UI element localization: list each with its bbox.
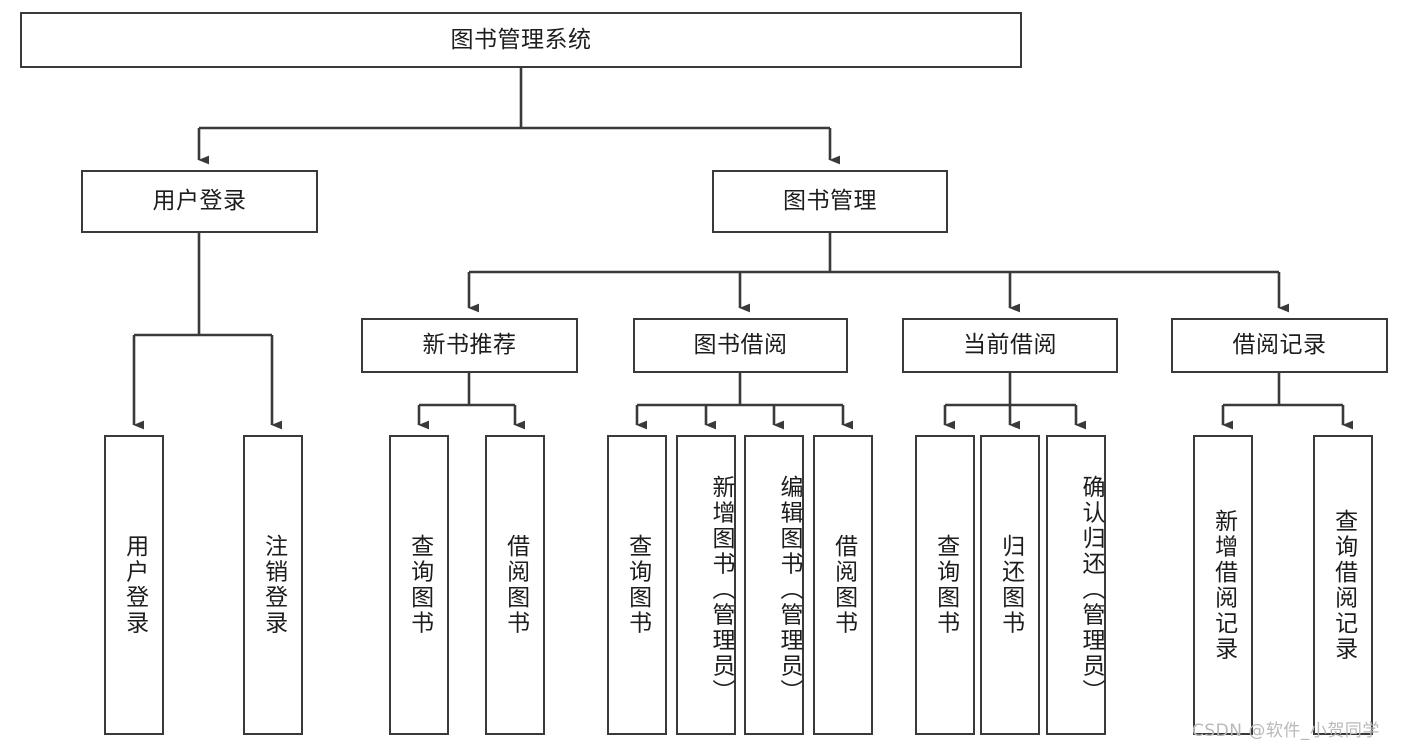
node-root-system[interactable]: 图书管理系统 bbox=[20, 12, 1022, 68]
node-label: 归还图书 bbox=[997, 534, 1024, 636]
leaf-logout[interactable]: 注销登录 bbox=[243, 435, 303, 735]
node-label: 新书推荐 bbox=[422, 332, 517, 358]
node-current-borrow[interactable]: 当前借阅 bbox=[902, 318, 1118, 373]
node-new-book-recommend[interactable]: 新书推荐 bbox=[361, 318, 578, 373]
node-label: 借阅图书 bbox=[830, 534, 857, 636]
node-label: 借阅记录 bbox=[1232, 332, 1327, 358]
node-book-management[interactable]: 图书管理 bbox=[712, 170, 948, 233]
node-label: 确认归还（管理员） bbox=[1078, 475, 1104, 705]
node-label: 图书管理 bbox=[783, 188, 877, 214]
node-label: 图书借阅 bbox=[693, 332, 788, 358]
leaf-borrow-book-recommend[interactable]: 借阅图书 bbox=[485, 435, 545, 735]
node-label: 图书管理系统 bbox=[450, 26, 592, 53]
leaf-borrow-book[interactable]: 借阅图书 bbox=[813, 435, 873, 735]
node-borrow-record[interactable]: 借阅记录 bbox=[1171, 318, 1388, 373]
leaf-query-book-borrow[interactable]: 查询图书 bbox=[607, 435, 667, 735]
node-label: 借阅图书 bbox=[502, 534, 529, 636]
leaf-confirm-return-admin[interactable]: 确认归还（管理员） bbox=[1046, 435, 1106, 735]
node-label: 注销登录 bbox=[260, 534, 287, 636]
node-label: 编辑图书（管理员） bbox=[776, 475, 802, 705]
leaf-add-borrow-record[interactable]: 新增借阅记录 bbox=[1193, 435, 1253, 735]
leaf-add-book-admin[interactable]: 新增图书（管理员） bbox=[676, 435, 736, 735]
node-label: 用户登录 bbox=[152, 188, 247, 214]
node-label: 查询图书 bbox=[624, 534, 651, 636]
node-book-borrow[interactable]: 图书借阅 bbox=[633, 318, 848, 373]
node-label: 查询借阅记录 bbox=[1330, 508, 1357, 662]
node-user-login[interactable]: 用户登录 bbox=[81, 170, 318, 233]
leaf-query-book-recommend[interactable]: 查询图书 bbox=[389, 435, 449, 735]
leaf-return-book[interactable]: 归还图书 bbox=[980, 435, 1040, 735]
node-label: 查询图书 bbox=[406, 534, 433, 636]
node-label: 新增图书（管理员） bbox=[708, 475, 734, 705]
leaf-user-login[interactable]: 用户登录 bbox=[104, 435, 164, 735]
node-label: 当前借阅 bbox=[963, 332, 1057, 358]
leaf-query-borrow-record[interactable]: 查询借阅记录 bbox=[1313, 435, 1373, 735]
leaf-query-book-current[interactable]: 查询图书 bbox=[915, 435, 975, 735]
node-label: 查询图书 bbox=[932, 534, 959, 636]
node-label: 新增借阅记录 bbox=[1210, 508, 1237, 662]
node-label: 用户登录 bbox=[121, 534, 148, 636]
leaf-edit-book-admin[interactable]: 编辑图书（管理员） bbox=[744, 435, 804, 735]
